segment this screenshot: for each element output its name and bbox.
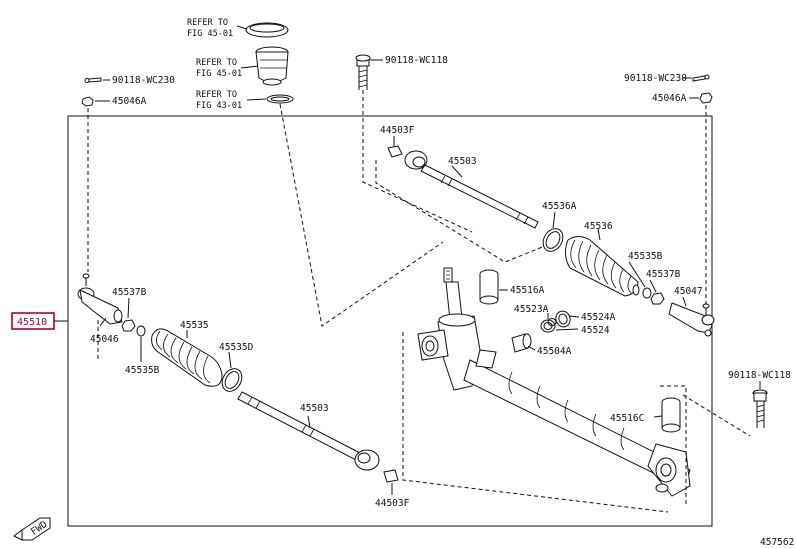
adjusting-cap	[555, 310, 571, 328]
ref-label-2: REFER TO	[196, 58, 237, 68]
bushing-upper	[479, 269, 499, 305]
label-45503-bottom: 45503	[300, 403, 329, 414]
label-bolt-center: 90118-WC118	[385, 55, 448, 66]
label-45047: 45047	[674, 286, 703, 297]
bushing-lower	[661, 397, 681, 433]
label-bolt-left: 90118-WC230	[112, 75, 175, 86]
label-nut-left: 45046A	[112, 96, 147, 107]
bolt-right	[692, 74, 710, 82]
clip-right	[642, 287, 652, 299]
tie-rod-bottom	[237, 391, 380, 471]
label-bolt-lower-right: 90118-WC118	[728, 370, 791, 381]
boot-clamp-ring-top	[542, 228, 564, 252]
bolt-lower-right	[752, 389, 768, 428]
label-45524a: 45524A	[581, 312, 616, 323]
label-45504a: 45504A	[537, 346, 572, 357]
forward-arrow-icon: FWD	[13, 517, 51, 541]
rack-boot-right	[564, 236, 640, 297]
rack-guide	[511, 333, 532, 353]
nut-left	[81, 96, 94, 107]
diagram-code: 457562	[760, 537, 794, 548]
spring	[540, 318, 557, 333]
label-44503f-bottom: 44503F	[375, 498, 410, 509]
top-cover-ring	[245, 22, 289, 38]
label-45046: 45046	[90, 334, 119, 345]
label-45524: 45524	[581, 325, 610, 336]
label-nut-right: 45046A	[652, 93, 687, 104]
label-45516a: 45516A	[510, 285, 545, 296]
label-45503-top: 45503	[448, 156, 477, 167]
bolt-left	[84, 77, 102, 83]
lock-nut-left	[121, 319, 136, 332]
label-45535: 45535	[180, 320, 209, 331]
ref-label-3: REFER TO	[196, 90, 237, 100]
label-45535d: 45535D	[219, 342, 254, 353]
ref-label-1: REFER TO	[187, 18, 228, 28]
label-45535b-right: 45535B	[628, 251, 663, 262]
tie-rod-end-left	[77, 273, 123, 325]
label-45536a: 45536A	[542, 201, 577, 212]
fig-label-3: FIG 43-01	[196, 101, 242, 111]
rack-boot-left	[151, 328, 223, 387]
fig-label-1: FIG 45-01	[187, 29, 233, 39]
main-part-number[interactable]: 45510	[17, 317, 47, 328]
label-44503f-top: 44503F	[380, 125, 415, 136]
bolt-center	[355, 54, 371, 90]
tie-rod-top	[404, 150, 539, 229]
clip-top	[387, 145, 403, 158]
lock-nut-right	[650, 292, 665, 305]
gear-housing	[417, 267, 691, 497]
fig-label-2: FIG 45-01	[196, 69, 242, 79]
clamp-ring	[266, 94, 294, 104]
boot-grommet	[255, 46, 289, 86]
clip-left	[136, 325, 146, 337]
assembly-frame	[67, 115, 713, 527]
tie-rod-end-right	[668, 302, 715, 337]
main-part-callout[interactable]: 45510	[11, 312, 55, 330]
nut-right	[699, 92, 713, 104]
label-45537b-left: 45537B	[112, 287, 147, 298]
boot-clamp-ring-left	[221, 368, 243, 392]
label-45535b-left: 45535B	[125, 365, 160, 376]
label-45523a: 45523A	[514, 304, 549, 315]
label-bolt-right: 90118-WC230	[624, 73, 687, 84]
label-45516c: 45516C	[610, 413, 644, 424]
clip-bottom	[383, 469, 399, 483]
label-45536: 45536	[584, 221, 613, 232]
label-45537b-right: 45537B	[646, 269, 681, 280]
